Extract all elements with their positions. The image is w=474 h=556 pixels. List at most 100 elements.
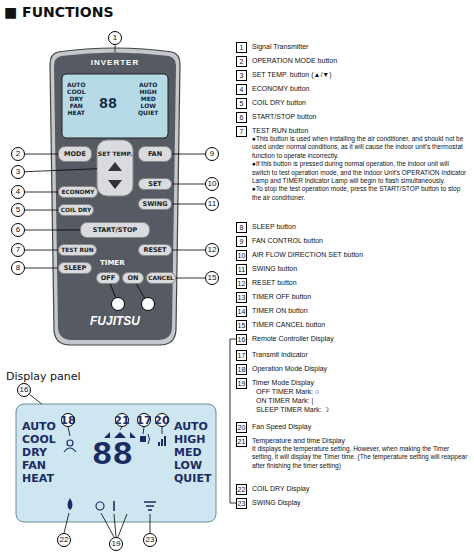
timer-label: TIMER (100, 259, 125, 267)
item-label: ECONOMY button (252, 84, 468, 93)
remote-button: SLEEP (58, 262, 92, 274)
remote-button: SET TEMP. (97, 140, 133, 196)
callout-text: 1 (113, 34, 117, 42)
item-number: 10 (236, 250, 247, 261)
item-label: Operation Mode Display (252, 364, 468, 373)
button-label: SWING (142, 200, 167, 208)
item-text-column: START/STOP button (252, 112, 468, 121)
function-item: 22COIL DRY Display (236, 484, 470, 495)
callout-number: 17 (137, 413, 151, 427)
callout-text: 18 (60, 414, 75, 427)
item-text-column: TIMER CANCEL button (252, 320, 468, 329)
item-label: TIMER CANCEL button (252, 320, 468, 329)
callout-number: 14 (141, 297, 155, 311)
item-text-column: ECONOMY button (252, 84, 468, 93)
function-item: 20 Fan Speed Display (236, 422, 470, 433)
function-item: 8SLEEP button (236, 222, 470, 233)
callout-number: 8 (11, 261, 25, 275)
item-number: 13 (236, 292, 247, 303)
callout-number: 19 (109, 537, 123, 551)
item-text-column: Timer Mode DisplayOFF TIMER Mark: ○ON TI… (252, 378, 468, 414)
item-number: 23 (236, 498, 247, 509)
item-number: 15 (236, 320, 247, 331)
callout-text: 3 (16, 168, 20, 176)
item-text-column: TIMER OFF button (252, 292, 468, 301)
callout-text: 20 (154, 414, 169, 427)
leader-line (25, 169, 97, 172)
remote-button: OFF (96, 272, 120, 284)
callout-number: 13 (111, 297, 125, 311)
section-label: Display panel (6, 370, 81, 383)
item-label: TIMER ON button (252, 306, 468, 315)
item-number: 16 (236, 334, 247, 345)
callout-text: 16 (20, 386, 29, 394)
leader-line (110, 284, 115, 297)
item-text-column: Fan Speed Display (252, 422, 468, 431)
page-title: ■ FUNCTIONS (4, 4, 113, 20)
button-label: START/STOP (93, 226, 138, 234)
callout-text: 17 (136, 414, 151, 427)
display-text: AUTO COOL DRY FAN HEAT (22, 420, 56, 485)
function-item: 21Temperature and time DisplayIt display… (236, 436, 470, 470)
leader-line (29, 394, 41, 404)
item-number: 2 (236, 56, 247, 67)
remote-lcd: AUTO COOL DRY FAN HEAT88AUTO HIGH MED LO… (62, 74, 168, 138)
item-number: 14 (236, 306, 247, 317)
function-item: 2 OPERATION MODE button (236, 56, 470, 67)
item-label: SET TEMP. button (▲/▼) (252, 70, 468, 79)
callout-number: 21 (115, 413, 129, 427)
callout-number: 5 (11, 203, 25, 217)
button-label: SLEEP (64, 264, 86, 272)
remote-button: MODE (58, 146, 92, 162)
remote-button: SET (138, 178, 172, 190)
callout-text: 2 (16, 150, 20, 158)
button-label: RESET (143, 246, 166, 254)
leader-line (176, 278, 205, 279)
button-label: SET (148, 180, 162, 188)
callout-number: 18 (61, 413, 75, 427)
item-number: 20 (236, 422, 247, 433)
button-label: FAN (148, 150, 162, 158)
item-text-column: OPERATION MODE button (252, 56, 468, 65)
leader-line (25, 154, 58, 155)
callout-text: 6 (16, 226, 20, 234)
item-note: It displays the temperature setting. How… (252, 445, 468, 470)
callout-text: 23 (146, 536, 155, 544)
callout-number: 22 (57, 533, 71, 547)
item-number: 1 (236, 42, 247, 53)
leader-lines (64, 427, 162, 537)
callout-text: 10 (208, 180, 217, 188)
up-arrow (108, 162, 122, 171)
item-text-column: TIMER ON button (252, 306, 468, 315)
function-item: 11SWING button (236, 264, 470, 275)
callout-number: 4 (11, 185, 25, 199)
item-note: OFF TIMER Mark: ○ (252, 387, 468, 396)
item-text-column: COIL DRY Display (252, 484, 468, 493)
item-number: 19 (236, 378, 247, 389)
item-label: SWING Display (252, 498, 468, 507)
item-number: 6 (236, 112, 247, 123)
callout-text: 15 (208, 274, 217, 282)
function-item: 7TEST RUN button●This button is used whe… (236, 126, 470, 202)
item-number: 9 (236, 236, 247, 247)
item-note: ●This button is used when installing the… (252, 135, 468, 160)
remote-button: SWING (138, 198, 172, 210)
callout-number: 9 (205, 147, 219, 161)
callout-number: 1 (108, 31, 122, 45)
callout-text: 12 (208, 246, 217, 254)
item-text-column: TEST RUN button●This button is used when… (252, 126, 468, 202)
callout-number: 23 (143, 533, 157, 547)
function-item: 6 START/STOP button (236, 112, 470, 123)
item-label: START/STOP button (252, 112, 468, 121)
remote-button: COIL DRY (58, 204, 94, 216)
item-label: TIMER OFF button (252, 292, 468, 301)
item-text-column: Operation Mode Display (252, 364, 468, 373)
callout-number: 15 (205, 271, 219, 285)
item-label: AIR FLOW DIRECTION SET button (252, 250, 468, 259)
item-label: RESET button (252, 278, 468, 287)
item-text-column: SWING button (252, 264, 468, 273)
display-text: 88 (92, 438, 133, 472)
item-label: SWING button (252, 264, 468, 273)
display-text: AUTO COOL DRY FAN HEAT (67, 82, 86, 116)
function-item: 13 TIMER OFF button (236, 292, 470, 303)
